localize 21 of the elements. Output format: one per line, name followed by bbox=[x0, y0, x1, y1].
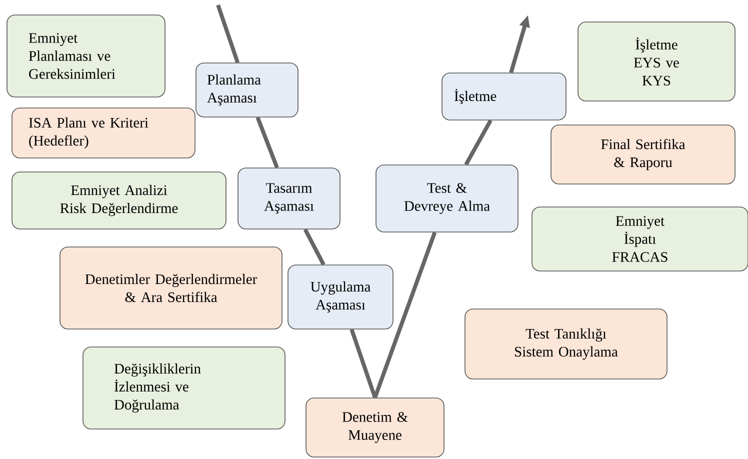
activity-box: Denetim & Muayene bbox=[306, 398, 444, 458]
connector-line bbox=[373, 232, 437, 398]
connector-line bbox=[350, 328, 377, 398]
connector-line bbox=[303, 228, 326, 266]
phase-box: Tasarım Aşaması bbox=[238, 168, 340, 230]
phase-box: Test & Devreye Alma bbox=[376, 164, 518, 232]
activity-box: Emniyet İspatı FRACAS bbox=[532, 206, 748, 272]
activity-box: ISA Planı ve Kriteri (Hedefler) bbox=[12, 108, 196, 158]
activity-box: Final Sertifika & Raporu bbox=[550, 124, 736, 184]
activity-box: Emniyet Analizi Risk Değerlendirme bbox=[12, 172, 226, 230]
connector-line bbox=[464, 119, 492, 166]
connector-line bbox=[256, 116, 279, 168]
phase-box: Uygulama Aşaması bbox=[288, 264, 394, 330]
connector-line bbox=[216, 4, 240, 64]
activity-box: Emniyet Planlaması ve Gereksinimleri bbox=[6, 14, 166, 98]
activity-box: Değişikliklerin İzlenmesi ve Doğrulama bbox=[82, 346, 286, 430]
phase-box: Planlama Aşaması bbox=[196, 62, 298, 118]
phase-box: İşletme bbox=[442, 72, 566, 120]
activity-box: Test Tanıklığı Sistem Onaylama bbox=[464, 308, 668, 380]
activity-box: İşletme EYS ve KYS bbox=[578, 22, 736, 102]
activity-box: Denetimler Değerlendirmeler & Ara Sertifika bbox=[60, 246, 282, 330]
